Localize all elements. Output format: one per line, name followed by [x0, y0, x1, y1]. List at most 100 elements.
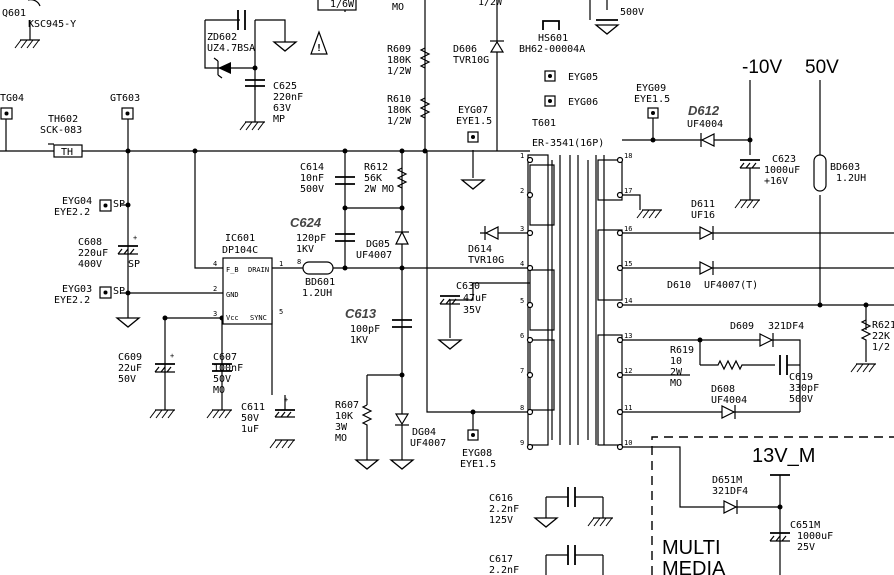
c607: C607 100nF 50V MO — [206, 352, 243, 419]
eyg04: EYG04 EYE2.2 SP — [54, 196, 125, 218]
q601: Q601 KSC945-Y — [2, 0, 76, 49]
svg-text:13: 13 — [624, 332, 632, 340]
svg-text:MO: MO — [670, 378, 682, 389]
c630: C630 47uF 35V — [438, 281, 487, 350]
r612: R612 56K 2W MO — [364, 162, 408, 195]
svg-text:DG05: DG05 — [366, 239, 390, 250]
svg-text:5: 5 — [520, 297, 524, 305]
svg-text:8: 8 — [520, 404, 524, 412]
svg-text:3W: 3W — [335, 422, 348, 433]
svg-text:GT603: GT603 — [110, 93, 140, 104]
svg-text:EYG04: EYG04 — [62, 196, 92, 207]
svg-text:IC601: IC601 — [225, 233, 255, 244]
svg-text:1.2UH: 1.2UH — [836, 173, 866, 184]
svg-text:1: 1 — [279, 260, 283, 268]
svg-text:D610: D610 — [667, 280, 691, 291]
svg-text:Vcc: Vcc — [226, 314, 239, 322]
svg-text:7: 7 — [520, 367, 524, 375]
svg-text:180K: 180K — [387, 55, 411, 66]
svg-text:1000uF: 1000uF — [797, 531, 833, 542]
svg-text:D606: D606 — [453, 44, 477, 55]
svg-text:220nF: 220nF — [273, 92, 303, 103]
eyg09: EYG09 EYE1.5 — [634, 83, 670, 119]
svg-text:2: 2 — [213, 285, 217, 293]
svg-text:9: 9 — [520, 439, 524, 447]
eyg07: EYG07 EYE1.5 — [456, 105, 492, 190]
svg-text:R607: R607 — [335, 400, 359, 411]
svg-text:2: 2 — [520, 187, 524, 195]
svg-text:EYG03: EYG03 — [62, 284, 92, 295]
svg-text:BD603: BD603 — [830, 162, 860, 173]
svg-text:1000uF: 1000uF — [764, 165, 800, 176]
svg-text:18: 18 — [624, 152, 632, 160]
c609: C609 22uF 50V + — [118, 352, 176, 419]
d609: D609 321DF4 — [730, 321, 804, 347]
svg-text:MEDIA: MEDIA — [662, 558, 726, 575]
zd602: ZD602 UZ4.7BSA — [207, 32, 255, 79]
svg-text:3: 3 — [520, 225, 524, 233]
svg-text:22K: 22K — [872, 331, 890, 342]
svg-text:R621: R621 — [872, 320, 894, 331]
svg-text:11: 11 — [624, 404, 632, 412]
svg-text:MULTI: MULTI — [662, 537, 721, 559]
svg-text:D612: D612 — [688, 103, 720, 118]
svg-text:EYG08: EYG08 — [462, 448, 492, 459]
svg-text:13V_M: 13V_M — [752, 445, 815, 467]
ic601: IC601 DP104C F_B DRAIN GND Vcc SYNC 4 2 … — [213, 233, 301, 325]
svg-text:22uF: 22uF — [118, 363, 142, 374]
svg-text:35V: 35V — [463, 305, 481, 316]
svg-text:EYG09: EYG09 — [636, 83, 666, 94]
d612: D612 UF4004 — [687, 103, 723, 147]
d651m: D651M 321DF4 — [712, 475, 748, 514]
svg-text:C624: C624 — [290, 215, 322, 230]
top-right-v: 500V — [595, 7, 644, 35]
svg-text:SCK-083: SCK-083 — [40, 125, 82, 136]
svg-text:C609: C609 — [118, 352, 142, 363]
svg-text:8: 8 — [297, 258, 301, 266]
svg-text:KSC945-Y: KSC945-Y — [28, 19, 76, 30]
tg04: TG04 — [0, 93, 24, 120]
svg-text:3: 3 — [213, 310, 217, 318]
svg-text:C651M: C651M — [790, 520, 820, 531]
svg-text:EYG06: EYG06 — [568, 97, 598, 108]
svg-text:HS601: HS601 — [538, 33, 568, 44]
svg-text:C625: C625 — [273, 81, 297, 92]
svg-text:ER-3541(16P): ER-3541(16P) — [532, 138, 604, 149]
svg-text:R612: R612 — [364, 162, 388, 173]
svg-text:DP104C: DP104C — [222, 245, 258, 256]
r619: R619 10 2W MO — [670, 345, 775, 389]
svg-text:2W: 2W — [670, 367, 683, 378]
svg-text:220uF: 220uF — [78, 248, 108, 259]
svg-text:C611: C611 — [241, 402, 265, 413]
rail-50v: 50V — [805, 57, 839, 78]
svg-text:EYE2.2: EYE2.2 — [54, 295, 90, 306]
d611: D611 UF16 — [691, 199, 715, 240]
svg-text:D614: D614 — [468, 244, 492, 255]
svg-text:R619: R619 — [670, 345, 694, 356]
svg-text:EYG07: EYG07 — [458, 105, 488, 116]
junctions — [125, 65, 869, 510]
svg-text:MO: MO — [392, 2, 404, 13]
dg05: DG05 UF4007 — [356, 230, 409, 261]
svg-text:ZD602: ZD602 — [207, 32, 237, 43]
c614: C614 10nF 500V — [300, 162, 355, 195]
svg-text:1uF: 1uF — [241, 424, 259, 435]
svg-text:321DF4: 321DF4 — [712, 486, 748, 497]
svg-text:D611: D611 — [691, 199, 715, 210]
t601: T601 ER-3541(16P) 1 2 3 4 5 6 7 8 9 18 1… — [520, 118, 632, 451]
svg-text:12: 12 — [624, 367, 632, 375]
dg04: DG04 UF4007 — [390, 413, 446, 470]
svg-text:50V: 50V — [241, 413, 259, 424]
svg-text:EYG05: EYG05 — [568, 72, 598, 83]
eyg03: EYG03 EYE2.2 SP — [54, 284, 125, 306]
t601-right-pins: 18 17 16 15 14 13 12 11 10 — [616, 152, 632, 451]
svg-text:UF4007: UF4007 — [410, 438, 446, 449]
mid-top-label: 1/2W — [478, 0, 503, 8]
th602: TH602 SCK-083 TH — [40, 114, 83, 158]
r610: R610 180K 1/2W — [387, 94, 431, 127]
svg-text:125V: 125V — [489, 515, 513, 526]
c617: C617 2.2nF — [489, 545, 604, 575]
svg-text:T601: T601 — [532, 118, 556, 129]
c651m: C651M 1000uF 25V — [769, 520, 833, 553]
svg-text:1.2UH: 1.2UH — [302, 288, 332, 299]
